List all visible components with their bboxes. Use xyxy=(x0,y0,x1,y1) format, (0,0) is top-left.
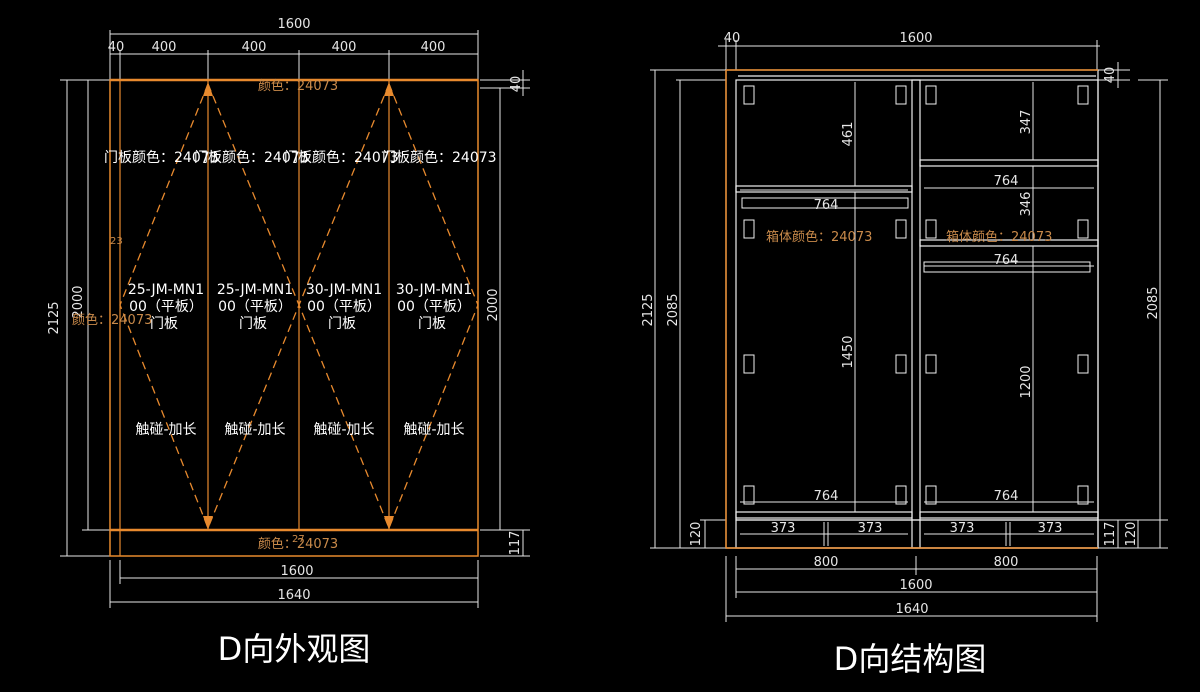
door-4-code2: 00（平板） xyxy=(397,299,471,315)
door-1-code2: 00（平板） xyxy=(129,299,203,315)
struct-v-461: 461 xyxy=(841,122,856,147)
front-view: 1600 40 400 400 400 400 40 2125 2000 xyxy=(47,17,530,668)
struct-w-1640: 1640 xyxy=(895,602,928,617)
struct-bottom-dims xyxy=(725,556,1098,622)
struct-top-dims xyxy=(718,40,1100,70)
struct-v-1450: 1450 xyxy=(841,335,856,368)
door-2-handle: 触碰-加长 xyxy=(224,422,285,438)
front-view-title: D向外观图 xyxy=(218,630,371,668)
front-panel-width-1: 400 xyxy=(152,40,177,55)
door-3-code2: 00（平板） xyxy=(307,299,381,315)
door-2-code2: 00（平板） xyxy=(218,299,292,315)
front-top-dims xyxy=(109,30,479,80)
struct-hinges xyxy=(743,85,1089,505)
front-total-width: 1600 xyxy=(277,17,310,32)
structure-view: 40 1600 40 2125 2085 120 xyxy=(641,31,1168,678)
front-height-2125: 2125 xyxy=(47,301,62,334)
struct-internal-dims xyxy=(740,82,1094,546)
struct-box-color-left: 箱体颜色：24073 xyxy=(766,229,872,245)
front-right-top-dim xyxy=(480,70,530,96)
struct-carcass-orange xyxy=(725,69,1098,549)
door-color-3: 门板颜色：24073 xyxy=(284,149,399,166)
door-1-handle: 触碰-加长 xyxy=(135,422,196,438)
front-left-height-dims xyxy=(60,79,110,557)
door-3-handle: 触碰-加长 xyxy=(313,422,374,438)
front-door-swing-lines xyxy=(119,83,479,529)
struct-hanging-rails xyxy=(741,197,1091,273)
struct-w-373-1: 373 xyxy=(771,521,796,536)
front-bottom-117: 117 xyxy=(508,531,523,556)
door-2-labels: 25-JM-MN1 00（平板） 门板 触碰-加长 xyxy=(217,282,293,438)
struct-w-764-e: 764 xyxy=(994,489,1019,504)
front-bottom-color: 颜色：24073 xyxy=(258,536,338,552)
front-right-height-dims xyxy=(480,88,530,557)
struct-top-1600: 1600 xyxy=(899,31,932,46)
struct-right-height-dims xyxy=(1098,79,1168,549)
front-bottom-1600: 1600 xyxy=(280,564,313,579)
struct-bottom-120-right: 120 xyxy=(1124,522,1139,547)
struct-v-346: 346 xyxy=(1019,192,1034,217)
struct-w-373-3: 373 xyxy=(950,521,975,536)
struct-right-top-dim xyxy=(1098,62,1130,88)
front-door-arrows xyxy=(203,82,394,530)
door-3-labels: 30-JM-MN1 00（平板） 门板 触碰-加长 xyxy=(306,282,382,438)
door-4-labels: 30-JM-MN1 00（平板） 门板 触碰-加长 xyxy=(396,282,472,438)
struct-carcass xyxy=(725,69,1099,549)
door-color-4: 门板颜色：24073 xyxy=(382,149,497,166)
struct-bottom-117: 117 xyxy=(1103,522,1118,547)
struct-w-373-2: 373 xyxy=(858,521,883,536)
struct-v-347: 347 xyxy=(1019,110,1034,135)
front-height-2000-right: 2000 xyxy=(486,288,501,321)
front-left-color: 颜色：24073 xyxy=(72,312,152,328)
door-3-code1: 30-JM-MN1 xyxy=(306,282,382,298)
struct-w-800-1: 800 xyxy=(814,555,839,570)
front-panel-width-2: 400 xyxy=(242,40,267,55)
front-right-top-40: 40 xyxy=(509,76,524,93)
front-small-27: 27 xyxy=(292,534,305,545)
struct-view-title: D向结构图 xyxy=(834,640,987,678)
struct-left-height-dims xyxy=(650,69,726,549)
struct-w-764-a: 764 xyxy=(814,198,839,213)
front-bottom-1640: 1640 xyxy=(277,588,310,603)
struct-box-color-right: 箱体颜色：24073 xyxy=(946,229,1052,245)
struct-w-764-b: 764 xyxy=(994,174,1019,189)
struct-w-764-c: 764 xyxy=(994,253,1019,268)
struct-w-764-d: 764 xyxy=(814,489,839,504)
struct-w-373-4: 373 xyxy=(1038,521,1063,536)
front-panel-width-3: 400 xyxy=(332,40,357,55)
struct-height-2125: 2125 xyxy=(641,293,656,326)
struct-right-40: 40 xyxy=(1103,67,1118,84)
front-top-color: 颜色：24073 xyxy=(258,78,338,94)
door-2-type: 门板 xyxy=(239,316,267,332)
struct-w-800-2: 800 xyxy=(994,555,1019,570)
front-bottom-dims xyxy=(109,560,479,608)
door-color-2: 门板颜色：24073 xyxy=(194,149,309,166)
door-1-code1: 25-JM-MN1 xyxy=(128,282,204,298)
front-panel-width-4: 400 xyxy=(421,40,446,55)
struct-left-40: 40 xyxy=(724,31,741,46)
struct-height-2085: 2085 xyxy=(666,293,681,326)
door-1-labels: 25-JM-MN1 00（平板） 门板 触碰-加长 xyxy=(128,282,204,438)
struct-w-1600: 1600 xyxy=(899,578,932,593)
door-2-code1: 25-JM-MN1 xyxy=(217,282,293,298)
door-color-1: 门板颜色：24073 xyxy=(104,149,219,166)
struct-height-2085-right: 2085 xyxy=(1146,286,1161,319)
front-height-2000: 2000 xyxy=(71,285,86,318)
door-4-code1: 30-JM-MN1 xyxy=(396,282,472,298)
struct-v-1200: 1200 xyxy=(1019,365,1034,398)
door-3-type: 门板 xyxy=(328,316,356,332)
door-4-handle: 触碰-加长 xyxy=(403,422,464,438)
door-1-type: 门板 xyxy=(150,316,178,332)
struct-bottom-120-left: 120 xyxy=(689,522,704,547)
front-small-23: 23 xyxy=(110,236,123,247)
door-4-type: 门板 xyxy=(418,316,446,332)
front-left-edge: 40 xyxy=(108,40,125,55)
